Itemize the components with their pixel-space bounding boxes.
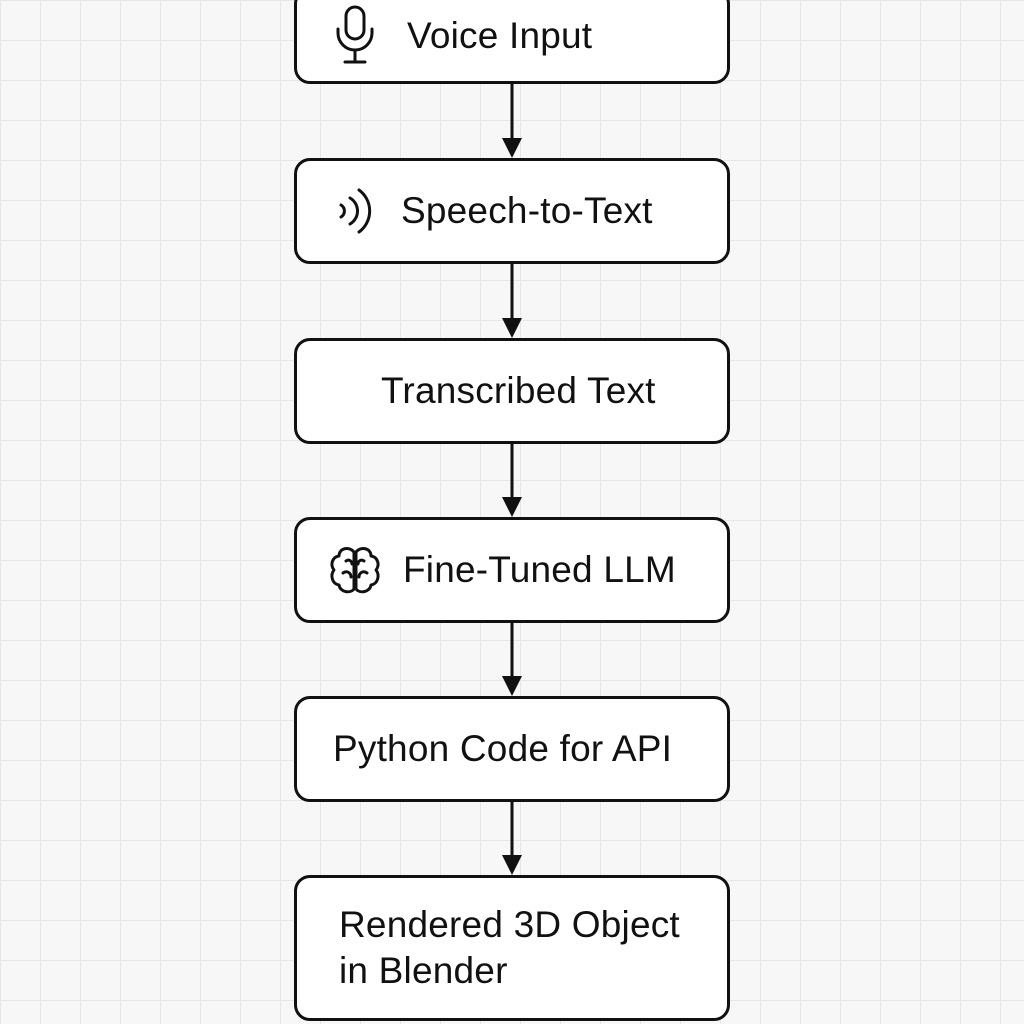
node-label: Voice Input [407, 14, 593, 56]
arrowhead-3 [502, 497, 522, 517]
node-label: Speech-to-Text [401, 189, 653, 231]
brain-icon [327, 545, 383, 595]
node-voice-input: Voice Input [294, 0, 730, 84]
node-transcribed-text: Transcribed Text [294, 338, 730, 444]
arrowhead-4 [502, 676, 522, 696]
arrowhead-1 [502, 138, 522, 158]
node-rendered-3d-object: Rendered 3D Object in Blender [294, 875, 730, 1021]
node-label: Rendered 3D Object in Blender [339, 903, 680, 991]
arrowhead-2 [502, 318, 522, 338]
arrowhead-5 [502, 855, 522, 875]
node-fine-tuned-llm: Fine-Tuned LLM [294, 517, 730, 623]
node-label: Fine-Tuned LLM [403, 548, 676, 590]
sound-waves-icon [335, 186, 375, 236]
microphone-icon [333, 5, 377, 67]
node-speech-to-text: Speech-to-Text [294, 158, 730, 264]
node-label: Transcribed Text [381, 369, 656, 411]
node-label: Python Code for API [333, 727, 673, 769]
node-python-code: Python Code for API [294, 696, 730, 802]
